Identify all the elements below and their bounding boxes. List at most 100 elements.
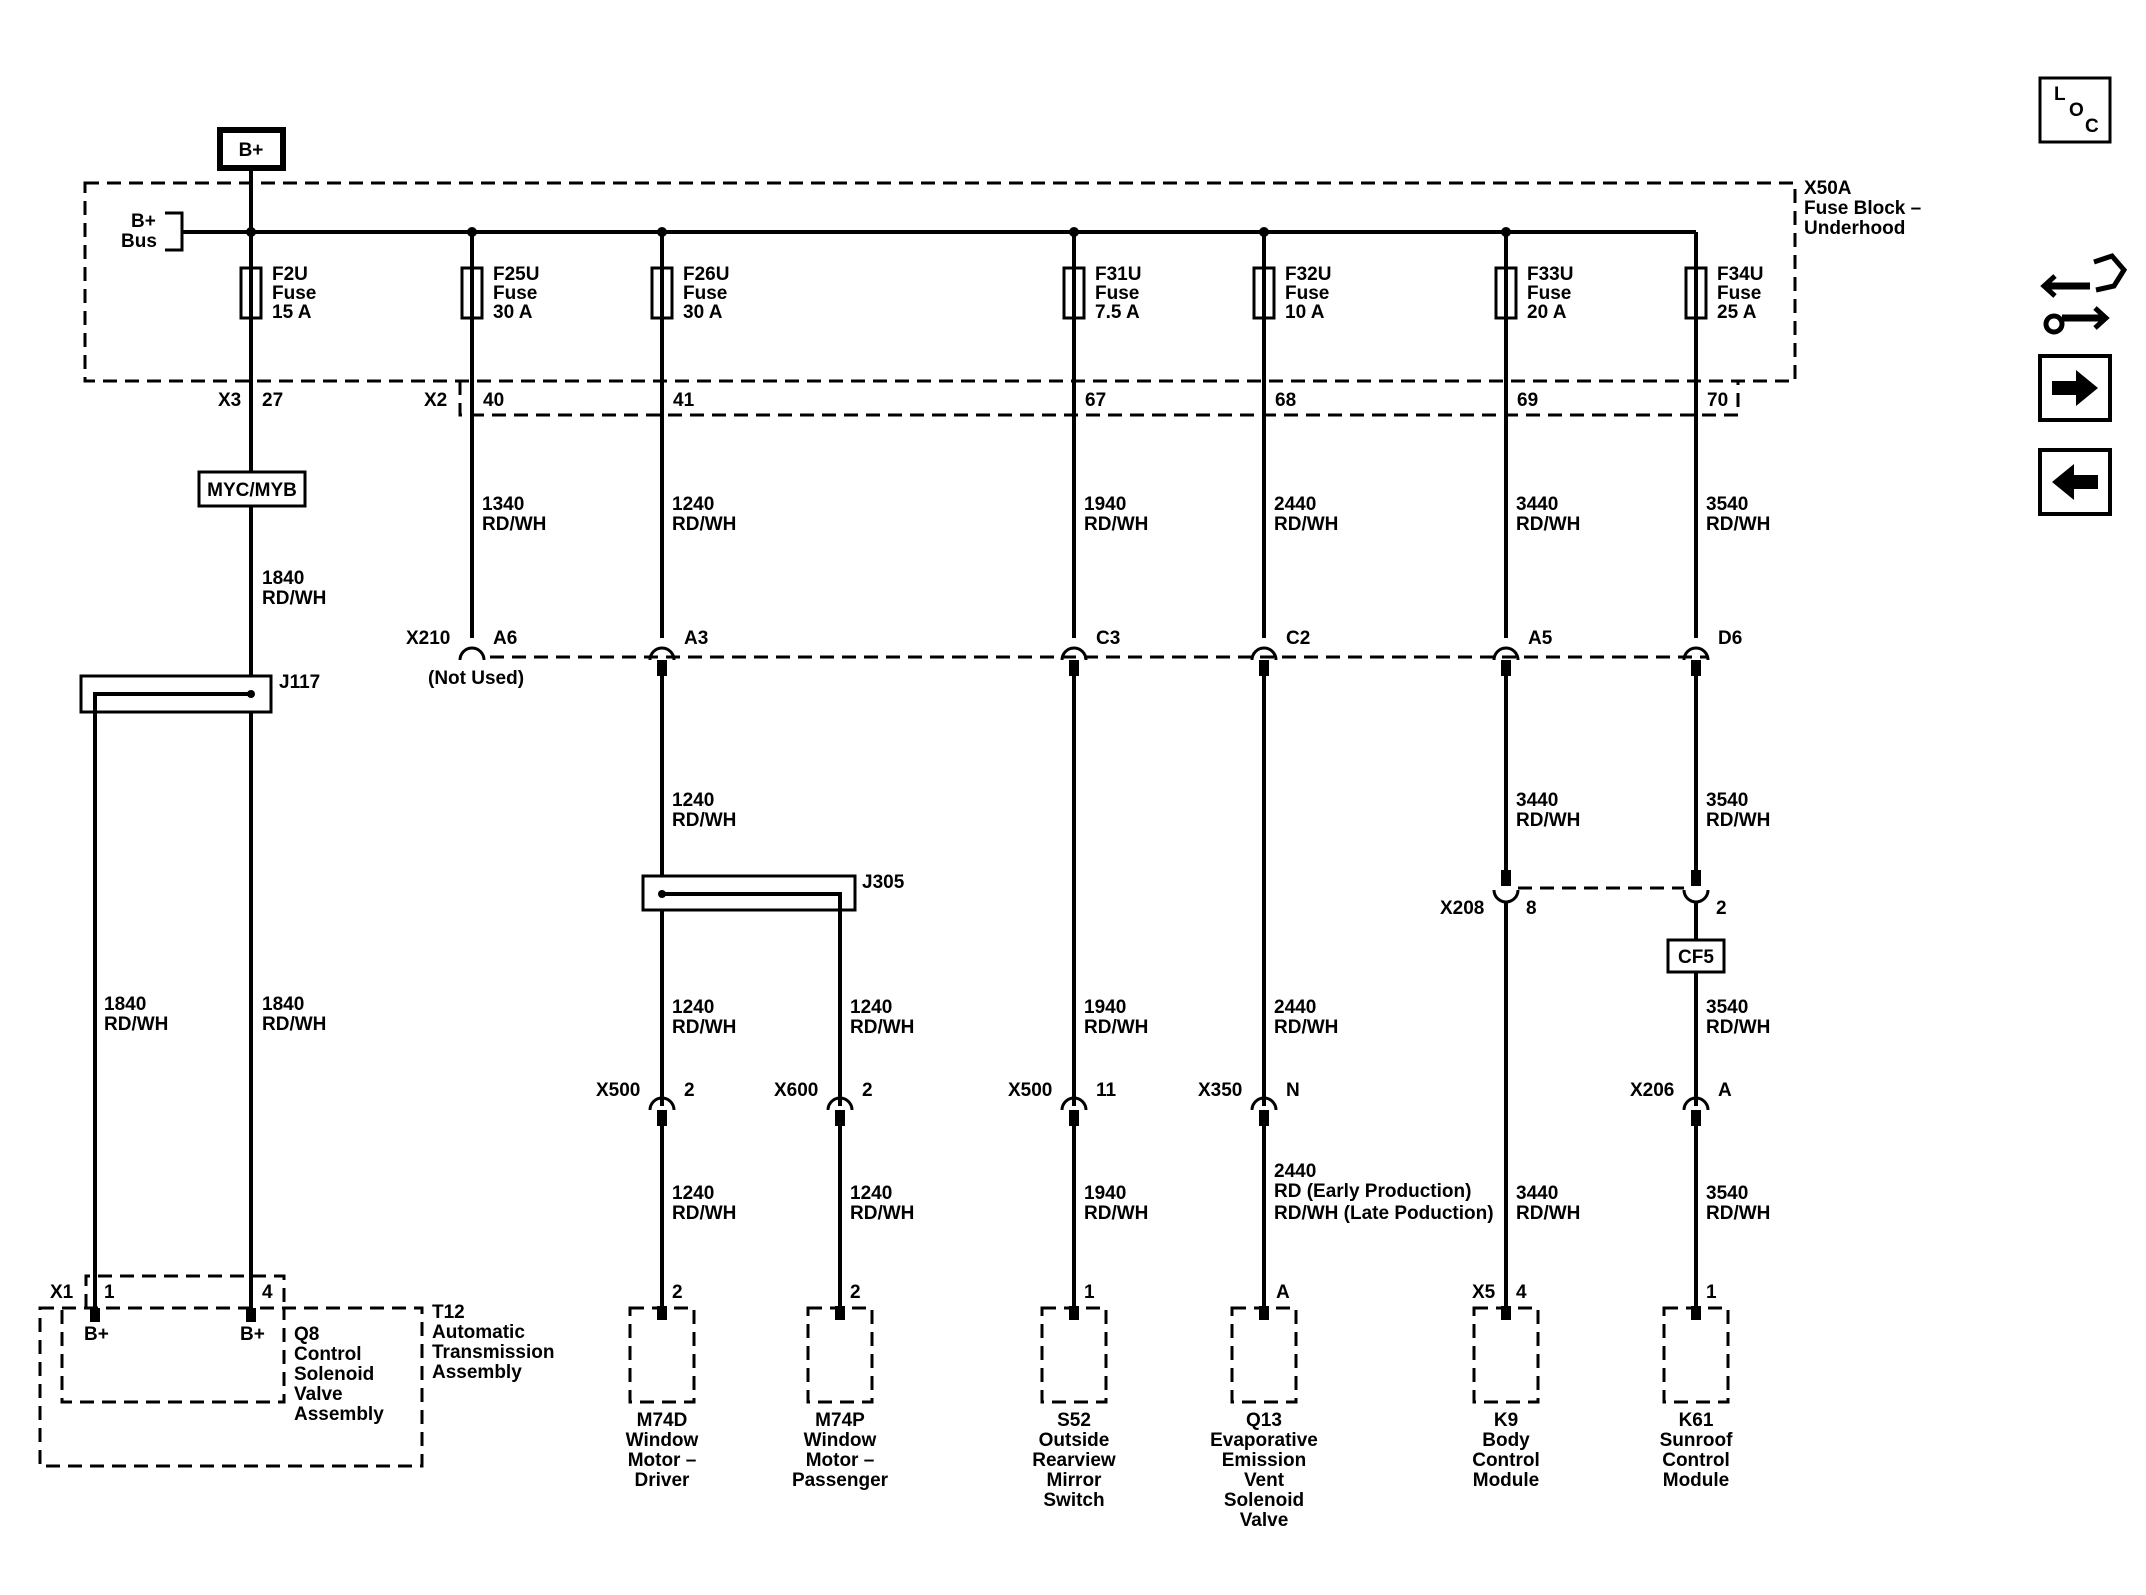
component-m74p: 2 M74P Window Motor – Passenger [792,1282,889,1491]
svg-text:1: 1 [1706,1282,1717,1303]
next-arrow-icon[interactable] [2038,354,2112,422]
svg-text:8: 8 [1526,898,1537,919]
conn-x2: X2 [424,390,447,411]
component-q13: A Q13 Evaporative Emission Vent Solenoid… [1210,1282,1318,1531]
svg-text:Switch: Switch [1043,1490,1104,1511]
svg-text:1940: 1940 [1084,997,1126,1018]
svg-text:F25U: F25U [493,264,539,285]
splice-j117-label: J117 [279,672,320,693]
svg-text:X350: X350 [1198,1080,1242,1101]
svg-text:Module: Module [1473,1470,1540,1491]
svg-text:X206: X206 [1630,1080,1674,1101]
svg-text:X208: X208 [1440,898,1484,919]
svg-text:RD/WH (Late Poduction): RD/WH (Late Poduction) [1274,1203,1494,1224]
svg-text:L: L [2054,84,2066,105]
svg-text:Fuse: Fuse [1527,283,1571,304]
svg-text:Body: Body [1482,1430,1530,1451]
wire-1840-top: 1840 [262,568,304,589]
svg-text:41: 41 [673,390,695,411]
svg-text:Control: Control [1472,1450,1540,1471]
svg-text:1: 1 [1084,1282,1095,1303]
svg-text:Assembly: Assembly [294,1404,384,1425]
svg-text:Mirror: Mirror [1047,1470,1103,1491]
svg-text:K61: K61 [1679,1410,1714,1431]
svg-text:Control: Control [1662,1450,1730,1471]
svg-text:Solenoid: Solenoid [1224,1490,1304,1511]
svg-text:Fuse: Fuse [1285,283,1329,304]
svg-text:X500: X500 [596,1080,640,1101]
svg-text:Vent: Vent [1244,1470,1285,1491]
connector-x208: X208 8 2 [1440,870,1727,919]
wrench-connector-icon[interactable] [2040,253,2128,335]
svg-text:Module: Module [1663,1470,1730,1491]
fuse-F26U: F26U Fuse 30 A 41 [650,227,729,638]
svg-text:1940: 1940 [1084,1183,1126,1204]
svg-text:30 A: 30 A [683,302,723,323]
svg-text:10 A: 10 A [1285,302,1325,323]
svg-text:Motor –: Motor – [806,1450,875,1471]
svg-text:X5: X5 [1472,1282,1496,1303]
svg-text:O: O [2069,100,2084,121]
transmission-assembly: X1 1 4 B+ B+ Q8 Control Solenoid Valve A… [38,1274,555,1468]
svg-text:67: 67 [1085,390,1106,411]
fuse-block-name: X50A [1804,178,1852,199]
svg-text:3440: 3440 [1516,494,1558,515]
svg-text:3540: 3540 [1706,1183,1748,1204]
svg-text:11: 11 [1096,1080,1117,1101]
svg-text:Driver: Driver [635,1470,691,1491]
svg-text:D6: D6 [1718,628,1742,649]
svg-text:70: 70 [1707,390,1728,411]
svg-text:4: 4 [262,1282,273,1303]
svg-text:1: 1 [104,1282,115,1303]
fuse-block-outline [83,181,1797,383]
svg-text:1240: 1240 [672,790,714,811]
svg-text:K9: K9 [1494,1410,1518,1431]
option-code-label: MYC/MYB [207,480,297,501]
svg-text:1240: 1240 [672,997,714,1018]
svg-text:7.5 A: 7.5 A [1095,302,1140,323]
svg-text:A: A [1276,1282,1290,1303]
svg-text:1240: 1240 [850,997,892,1018]
svg-text:2: 2 [862,1080,873,1101]
svg-text:RD/WH: RD/WH [1084,1017,1148,1038]
svg-text:X1: X1 [50,1282,74,1303]
splice-j305-label: J305 [862,872,905,893]
bus-label-2: Bus [121,231,157,252]
svg-text:RD/WH: RD/WH [262,1014,326,1035]
svg-text:1240: 1240 [672,494,714,515]
svg-text:RD/WH: RD/WH [1516,1203,1580,1224]
svg-text:Passenger: Passenger [792,1470,889,1491]
component-m74d: 2 M74D Window Motor – Driver [626,1282,699,1491]
fuse-F32U: F32U Fuse 10 A 68 [1252,227,1331,638]
svg-text:RD/WH: RD/WH [1516,514,1580,535]
svg-text:Automatic: Automatic [432,1322,525,1343]
svg-text:RD/WH: RD/WH [1706,1017,1770,1038]
svg-text:RD/WH: RD/WH [672,1017,736,1038]
fuse-block-desc-2: Underhood [1804,218,1905,239]
svg-text:B+: B+ [84,1324,109,1345]
svg-text:20 A: 20 A [1527,302,1567,323]
svg-text:C: C [2085,116,2099,137]
svg-text:Q13: Q13 [1246,1410,1282,1431]
svg-text:Rearview: Rearview [1032,1450,1116,1471]
fuse-F25U: F25U Fuse 30 A X2 40 [424,227,539,638]
svg-text:3440: 3440 [1516,790,1558,811]
svg-text:15 A: 15 A [272,302,312,323]
svg-text:C3: C3 [1096,628,1120,649]
svg-text:RD/WH: RD/WH [672,514,736,535]
svg-text:Window: Window [626,1430,699,1451]
svg-text:2: 2 [850,1282,861,1303]
component-locator-icon[interactable]: L O C [2038,76,2112,144]
svg-text:69: 69 [1517,390,1538,411]
svg-text:Fuse: Fuse [1717,283,1761,304]
svg-text:RD/WH: RD/WH [104,1014,168,1035]
svg-text:A5: A5 [1528,628,1553,649]
prev-arrow-icon[interactable] [2038,448,2112,516]
svg-text:27: 27 [262,390,283,411]
svg-text:S52: S52 [1057,1410,1091,1431]
component-k9: X5 4 K9 Body Control Module [1472,1282,1540,1491]
svg-text:F33U: F33U [1527,264,1573,285]
wire-1840-right: 1840 [262,994,304,1015]
